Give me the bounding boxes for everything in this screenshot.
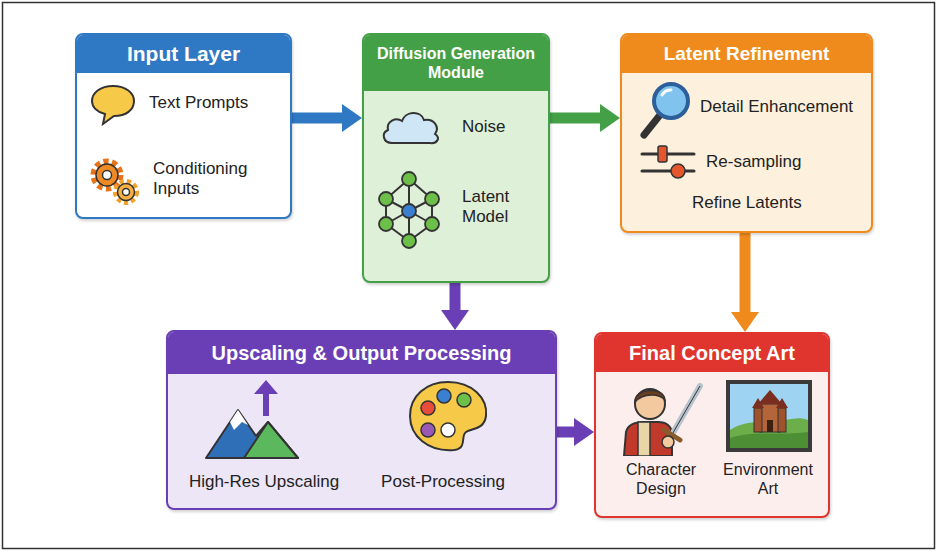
item-label: Detail Enhancement: [700, 97, 865, 117]
line-shape: [670, 386, 700, 438]
arrow-head: [574, 418, 594, 446]
circle-shape: [671, 164, 685, 178]
circle-shape: [402, 204, 416, 218]
upscale-mountains-icon: [204, 380, 300, 464]
line-shape: [642, 170, 694, 173]
arrow-shaft: [557, 427, 576, 438]
path-shape: [92, 86, 134, 124]
panel-heading: Upscaling & Output Processing: [168, 332, 555, 374]
circle-shape: [379, 192, 393, 206]
circle-shape: [402, 234, 416, 248]
rect-shape: [726, 380, 812, 452]
item-label: Conditioning Inputs: [153, 159, 265, 200]
process-panel: Latent RefinementDetail EnhancementRe-sa…: [620, 33, 873, 233]
process-panel: Diffusion Generation ModuleNoiseLatent M…: [362, 33, 550, 283]
circle-shape: [635, 389, 665, 419]
rect-shape: [658, 146, 667, 162]
arrow-head: [342, 104, 362, 132]
path-shape: [730, 418, 808, 448]
item-label: Environment Art: [714, 460, 822, 498]
circle-shape: [421, 401, 435, 415]
circle-shape: [654, 84, 688, 118]
network-icon: [374, 169, 444, 249]
process-panel: Input LayerText PromptsConditioning Inpu…: [75, 33, 292, 219]
path-shape: [730, 432, 808, 448]
path-shape: [230, 410, 248, 430]
rect-shape: [730, 384, 808, 448]
arrow-head: [600, 104, 620, 132]
flow-arrow: [731, 233, 759, 332]
line-shape: [644, 115, 660, 135]
circle-shape: [437, 389, 451, 403]
line-shape: [670, 386, 700, 438]
circle-shape: [402, 172, 416, 186]
environment-picture-icon: [724, 378, 814, 454]
arrow-head: [441, 310, 469, 330]
rect-shape: [767, 420, 773, 432]
circle-shape: [96, 164, 118, 186]
item-label: High-Res Upscaling: [176, 472, 352, 492]
circle-shape: [379, 217, 393, 231]
item-label: Refine Latents: [692, 193, 852, 213]
path-shape: [206, 410, 298, 458]
arrow-shaft: [450, 283, 461, 312]
circle-shape: [441, 423, 455, 437]
g-shape: [386, 179, 432, 241]
character-icon: [614, 378, 706, 456]
frame-border: [3, 3, 935, 549]
cloud-icon: [378, 105, 444, 149]
line-shape: [642, 153, 694, 156]
circle-shape: [118, 184, 135, 201]
sliders-icon: [638, 143, 698, 183]
rect-shape: [754, 408, 762, 432]
magnifier-icon: [638, 79, 694, 139]
circle-shape: [123, 189, 130, 196]
process-panel: Upscaling & Output ProcessingHigh-Res Up…: [166, 330, 557, 510]
polygon-shape: [758, 390, 782, 404]
flow-arrow: [292, 104, 362, 132]
circle-shape: [103, 171, 112, 180]
item-label: Latent Model: [462, 187, 540, 228]
item-label: Noise: [462, 117, 542, 137]
polygon-shape: [254, 380, 278, 394]
arrow-head: [731, 312, 759, 332]
arrow-shaft: [740, 233, 751, 314]
speech-bubble-icon: [89, 83, 137, 127]
gears-icon: [87, 153, 143, 209]
item-label: Text Prompts: [149, 93, 284, 113]
arrow-shaft: [292, 113, 344, 124]
circle-shape: [116, 182, 136, 202]
rect-shape: [760, 404, 780, 432]
panel-heading: Latent Refinement: [622, 35, 871, 73]
flow-arrow: [550, 104, 620, 132]
arrow-shaft: [550, 113, 602, 124]
circle-shape: [425, 192, 439, 206]
polygon-shape: [776, 398, 788, 408]
flow-arrow: [557, 418, 594, 446]
panel-heading: Input Layer: [77, 35, 290, 73]
path-shape: [384, 113, 438, 143]
panel-heading: Diffusion Generation Module: [364, 35, 548, 91]
circle-shape: [425, 217, 439, 231]
g-shape: [379, 172, 439, 248]
palette-icon: [406, 378, 490, 454]
path-shape: [410, 382, 486, 450]
flow-arrow: [441, 283, 469, 330]
path-shape: [662, 90, 671, 95]
panel-heading: Final Concept Art: [596, 334, 828, 372]
polygon-shape: [752, 398, 764, 408]
circle-shape: [421, 423, 435, 437]
rect-shape: [778, 408, 786, 432]
path-shape: [635, 390, 665, 402]
item-label: Post-Processing: [368, 472, 518, 492]
item-label: Character Design: [604, 460, 718, 498]
process-panel: Final Concept ArtCharacter DesignEnviron…: [594, 332, 830, 518]
rect-shape: [638, 422, 650, 456]
item-label: Re-sampling: [706, 152, 856, 172]
path-shape: [244, 422, 298, 458]
circle-shape: [457, 393, 471, 407]
circle-shape: [662, 436, 674, 448]
